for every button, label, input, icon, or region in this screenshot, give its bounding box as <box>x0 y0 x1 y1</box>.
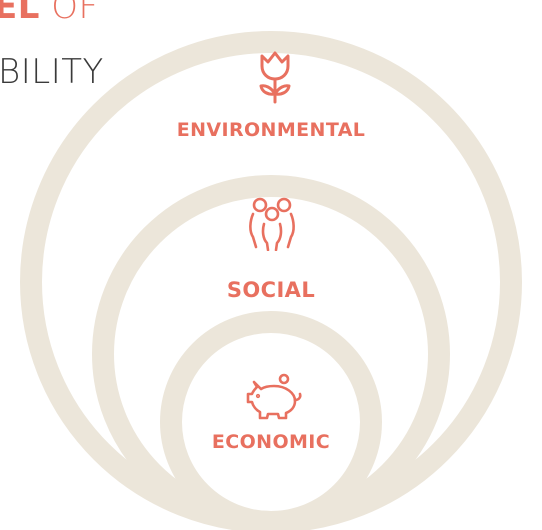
people-group-icon <box>249 197 295 251</box>
title-strong: EL <box>0 0 40 27</box>
title-light: OF <box>39 0 99 27</box>
label-economic: ECONOMIC <box>211 431 331 453</box>
title-line-1: EL OF <box>0 0 99 24</box>
label-environmental: ENVIRONMENTAL <box>176 119 366 141</box>
tulip-icon <box>259 51 291 104</box>
title-line-2: BILITY <box>0 52 104 92</box>
ring-economic <box>160 311 382 530</box>
label-social: SOCIAL <box>226 278 316 302</box>
piggy-bank-icon <box>246 373 302 420</box>
